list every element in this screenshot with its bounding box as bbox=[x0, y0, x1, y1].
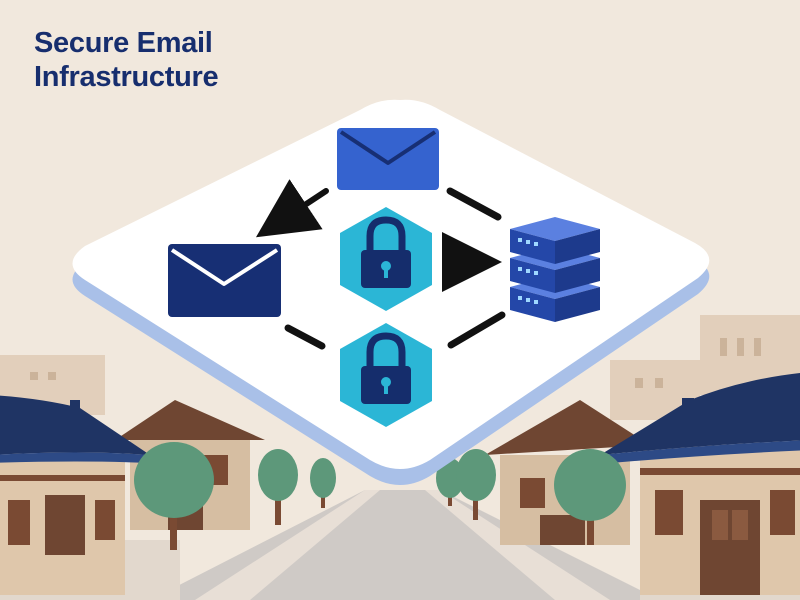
lock-icon bbox=[340, 207, 432, 311]
dash-lock-to-server bbox=[447, 311, 506, 349]
envelope-icon bbox=[168, 244, 281, 317]
right-house-front bbox=[600, 373, 800, 595]
connectors bbox=[255, 179, 506, 350]
envelope-icon bbox=[337, 128, 439, 190]
lock-icon bbox=[340, 323, 432, 427]
trees bbox=[134, 442, 626, 550]
dash-envelope-to-lock bbox=[284, 324, 326, 350]
server-unit bbox=[510, 217, 600, 264]
title-line-1: Secure Email bbox=[34, 27, 213, 59]
arrow-envelope-to-envelope bbox=[255, 179, 329, 238]
dash-envelope-to-server bbox=[446, 187, 502, 221]
left-house-front bbox=[0, 395, 150, 595]
page-title: Secure Email Infrastructure bbox=[34, 26, 219, 94]
server-stack-icon bbox=[510, 217, 600, 322]
title-line-2: Infrastructure bbox=[34, 61, 219, 93]
